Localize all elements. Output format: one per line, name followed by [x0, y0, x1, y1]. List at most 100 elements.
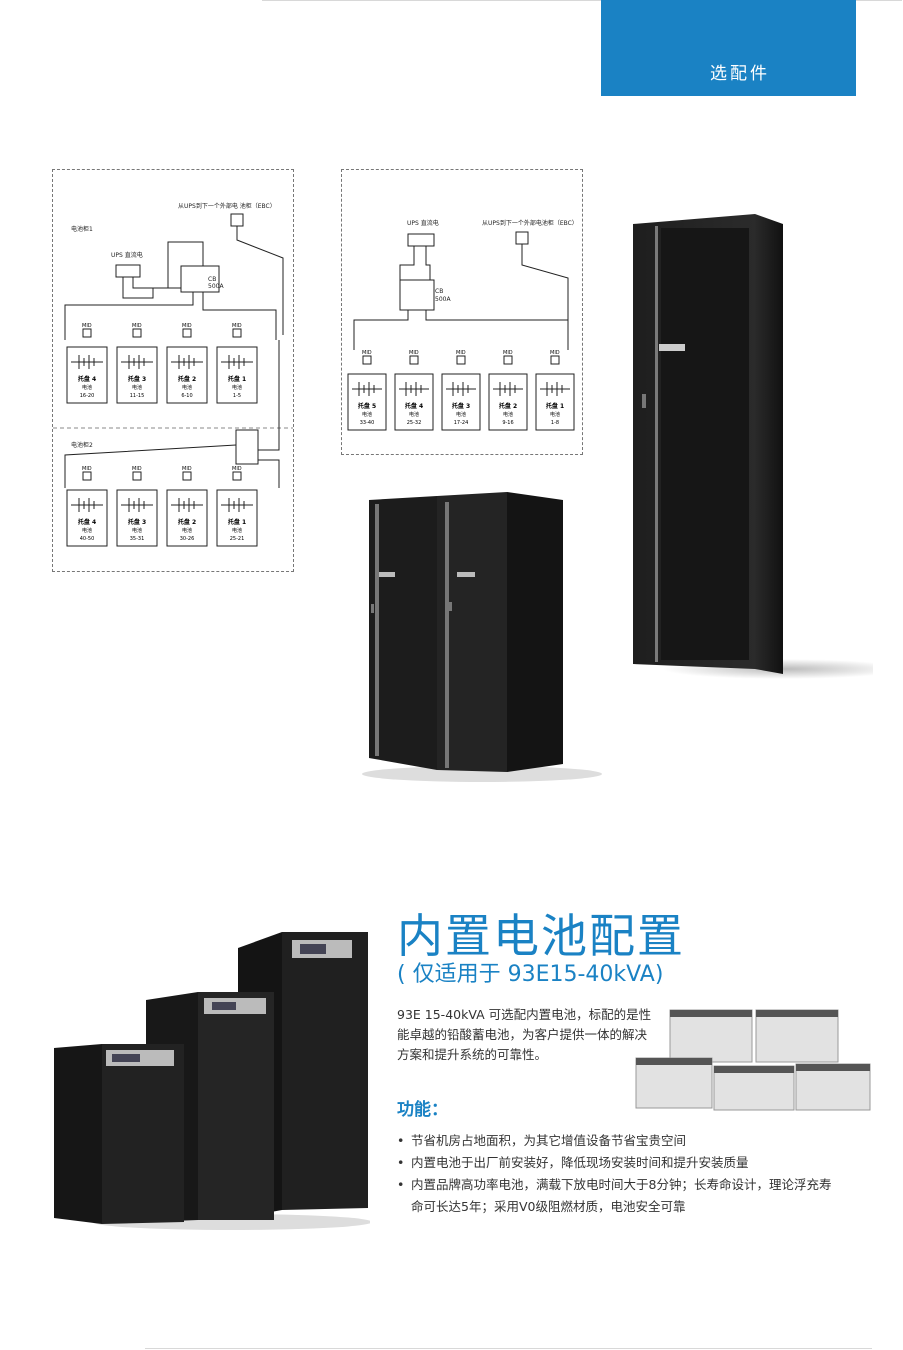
mid-label: MID: [232, 323, 242, 329]
tray-word: 电池: [550, 411, 560, 418]
tray-name: 托盘 3: [128, 518, 146, 526]
tray-range: 33-40: [360, 420, 375, 426]
ups-lineup-photo: [52, 928, 372, 1230]
tray-range: 11-15: [130, 393, 145, 399]
mid-breaker: [362, 355, 372, 365]
section-title: 内置电池配置: [397, 909, 685, 963]
mid-label: MID: [232, 466, 242, 472]
tray-word: 电池: [182, 384, 192, 391]
double-battery-cabinet-photo: [357, 492, 602, 784]
lcd-display: [300, 944, 326, 954]
tray-box: [441, 373, 481, 431]
mid-breaker: [182, 471, 192, 481]
mid-label: MID: [82, 323, 92, 329]
mid-breaker: [132, 328, 142, 338]
tray-box: [66, 489, 108, 547]
battery-symbol-icon: [221, 355, 253, 369]
tray-word: 电池: [232, 384, 242, 391]
tray-word: 电池: [232, 527, 242, 534]
door-handle: [371, 604, 374, 613]
ups-lineup-svg: [54, 932, 372, 1230]
circuit-breaker: [399, 279, 435, 311]
door-handle: [449, 602, 452, 611]
mid-breaker: [456, 355, 466, 365]
battery-symbol-icon: [71, 498, 103, 512]
tray-range: 17-24: [454, 420, 469, 426]
tray-range: 9-16: [502, 420, 513, 426]
tray-box: [116, 346, 158, 404]
tray-name: 托盘 4: [405, 402, 423, 410]
wiring-diagram-two-cabinets: 从UPS到下一个外部电 池柜（EBC） 电池柜1 UPS 直流电 CB 500A…: [52, 169, 294, 572]
tray-name: 托盘 2: [499, 402, 517, 410]
tray-box: [535, 373, 575, 431]
tray-range: 35-31: [130, 536, 145, 542]
brand-badge: [457, 572, 475, 577]
tray-word: 电池: [362, 411, 372, 418]
battery-tray: MID 托盘 3电池 17-24: [441, 350, 481, 431]
tray-box: [347, 373, 387, 431]
mid-label: MID: [362, 350, 372, 356]
tray-word: 电池: [503, 411, 513, 418]
mid-breaker: [82, 328, 92, 338]
wiring-diagram-left-svg: 从UPS到下一个外部电 池柜（EBC） 电池柜1 UPS 直流电 CB 500A…: [53, 202, 293, 547]
battery-symbol-icon: [493, 382, 523, 396]
feature-item: 内置电池于出厂前安装好，降低现场安装时间和提升安装质量: [397, 1152, 837, 1174]
battery-blocks-photo: [634, 1006, 872, 1112]
tray-range: 1-5: [233, 393, 241, 399]
tray-name: 托盘 4: [78, 518, 96, 526]
tray-name: 托盘 1: [228, 375, 246, 383]
tray-range: 40-50: [80, 536, 95, 542]
mid-label: MID: [503, 350, 513, 356]
cb-rating: 500A: [208, 283, 224, 290]
mid-label: MID: [82, 466, 92, 472]
circuit-breaker: [180, 265, 220, 293]
ebc-label: 从UPS到下一个外部电 池柜（EBC）: [178, 202, 276, 210]
ebc-label: 从UPS到下一个外部电池柜（EBC）: [482, 219, 578, 227]
feature-item: 节省机房占地面积，为其它增值设备节省宝贵空间: [397, 1130, 837, 1152]
ups-dc-terminal: [407, 233, 435, 247]
battery-blocks-svg: [635, 1009, 871, 1111]
tall-battery-cabinet-photo: [633, 214, 903, 680]
mid-label: MID: [182, 323, 192, 329]
bottom-rule: [145, 1348, 872, 1349]
cabinet1-label: 电池柜1: [71, 225, 93, 233]
features-heading: 功能：: [397, 1100, 448, 1120]
mid-breaker: [550, 355, 560, 365]
brand-badge: [659, 344, 685, 351]
mid-breaker: [182, 328, 192, 338]
ups-dc-label: UPS 直流电: [111, 251, 143, 259]
battery-symbol-icon: [121, 498, 153, 512]
section-subtitle: ( 仅适用于 93E15-40kVA): [397, 962, 664, 987]
door-handle: [642, 394, 646, 408]
features-list: 节省机房占地面积，为其它增值设备节省宝贵空间 内置电池于出厂前安装好，降低现场安…: [397, 1130, 837, 1218]
cb-label: CB: [435, 288, 443, 295]
tall-cabinet-svg: [633, 214, 903, 679]
tray-box: [166, 346, 208, 404]
battery-tray: MID 托盘 3电池 35-31: [116, 466, 158, 547]
battery-symbol-icon: [171, 498, 203, 512]
tray-word: 电池: [132, 527, 142, 534]
tray-name: 托盘 3: [452, 402, 470, 410]
battery-symbol-icon: [71, 355, 103, 369]
tray-range: 6-10: [181, 393, 192, 399]
tray-word: 电池: [182, 527, 192, 534]
ebc-terminal: [515, 231, 529, 245]
mid-label: MID: [132, 466, 142, 472]
lcd-display: [212, 1002, 236, 1010]
tray-range: 1-8: [551, 420, 559, 426]
tray-box: [216, 346, 258, 404]
mid-breaker: [409, 355, 419, 365]
mid-breaker: [132, 471, 142, 481]
cb-label: CB: [208, 276, 216, 283]
tray-name: 托盘 1: [546, 402, 564, 410]
mid-label: MID: [456, 350, 466, 356]
tray-word: 电池: [456, 411, 466, 418]
